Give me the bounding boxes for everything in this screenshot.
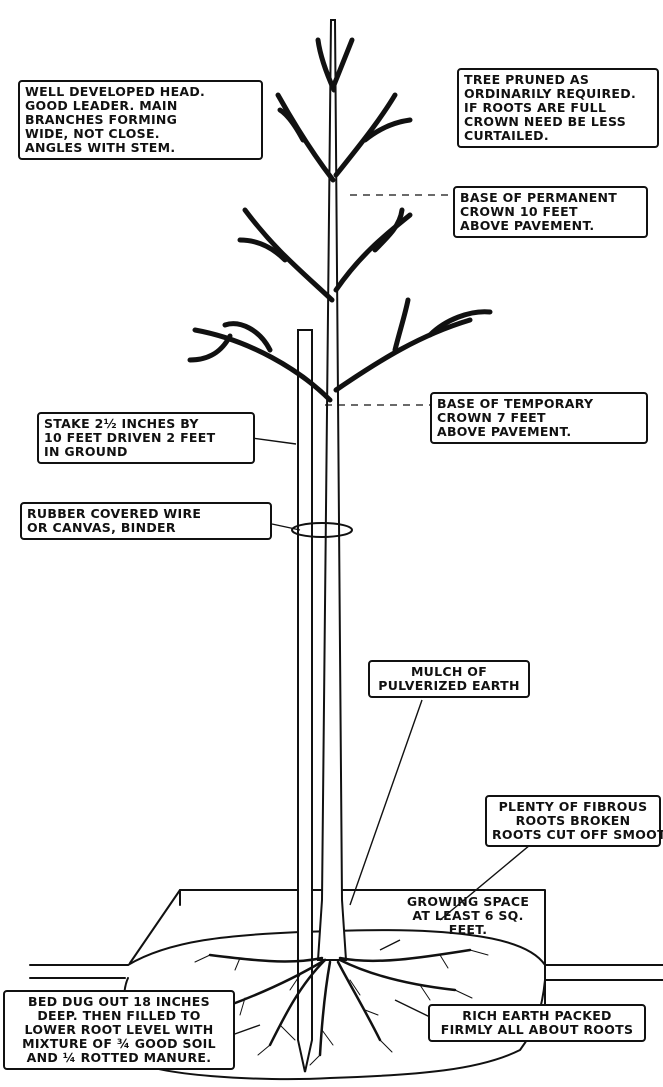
label-base-temporary-crown: BASE OF TEMPORARY CROWN 7 FEET ABOVE PAV… [430, 392, 648, 444]
label-stake: STAKE 2½ INCHES BY 10 FEET DRIVEN 2 FEET… [37, 412, 255, 464]
label-mulch: MULCH OF PULVERIZED EARTH [368, 660, 530, 698]
soil-surface [127, 929, 546, 966]
pit-back-edge [129, 889, 546, 1006]
binder-wire [291, 522, 353, 538]
label-fibrous-roots: PLENTY OF FIBROUS ROOTS BROKEN ROOTS CUT… [485, 795, 663, 847]
roots [208, 948, 472, 1057]
crown-base-lines [325, 194, 455, 406]
label-growing-space: GROWING SPACE AT LEAST 6 SQ. FEET. [406, 894, 530, 937]
fibrous-roots [194, 949, 489, 1066]
label-tree-pruned: TREE PRUNED AS ORDINARILY REQUIRED. IF R… [457, 68, 659, 148]
leader-lines [231, 437, 561, 1036]
label-bed-dug-out: BED DUG OUT 18 INCHES DEEP. THEN FILLED … [3, 990, 235, 1070]
label-base-permanent-crown: BASE OF PERMANENT CROWN 10 FEET ABOVE PA… [453, 186, 648, 238]
label-rich-earth: RICH EARTH PACKED FIRMLY ALL ABOUT ROOTS [428, 1004, 646, 1042]
label-binder: RUBBER COVERED WIRE OR CANVAS, BINDER [20, 502, 272, 540]
stake [297, 329, 313, 1073]
trunk [316, 19, 348, 961]
label-well-developed-head: WELL DEVELOPED HEAD. GOOD LEADER. MAIN B… [18, 80, 263, 160]
ground [29, 889, 663, 1081]
branches [187, 37, 493, 403]
